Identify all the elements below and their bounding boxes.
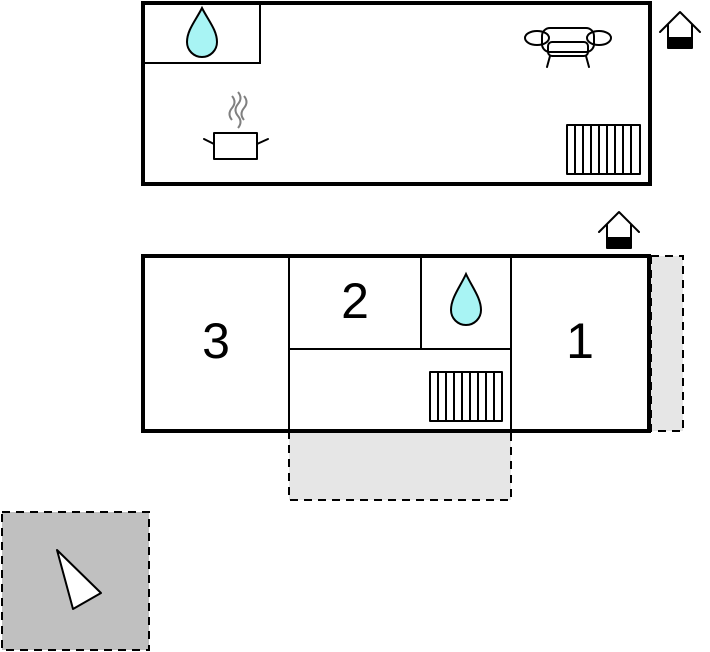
terrace-bottom xyxy=(288,430,512,501)
water-drop-icon xyxy=(185,5,219,58)
terrace-right xyxy=(650,255,684,432)
entrance-house-icon xyxy=(659,11,701,49)
water-drop-icon xyxy=(449,271,483,326)
room-number: 2 xyxy=(341,273,369,329)
room-number: 1 xyxy=(566,313,594,369)
entrance-house-icon xyxy=(598,211,640,249)
sofa-icon xyxy=(524,27,612,68)
kitchen-pot-icon xyxy=(203,91,269,160)
upper-bathroom xyxy=(142,2,261,64)
compass xyxy=(1,511,150,651)
radiator-icon xyxy=(566,124,641,175)
lower-floor: 3 2 1 xyxy=(141,211,684,501)
upper-floor-outline xyxy=(141,1,652,186)
lower-floor-outline xyxy=(141,254,651,433)
radiator-icon xyxy=(429,371,503,422)
north-arrow-icon xyxy=(56,549,102,610)
room-number: 3 xyxy=(202,313,230,369)
upper-floor xyxy=(141,1,701,186)
